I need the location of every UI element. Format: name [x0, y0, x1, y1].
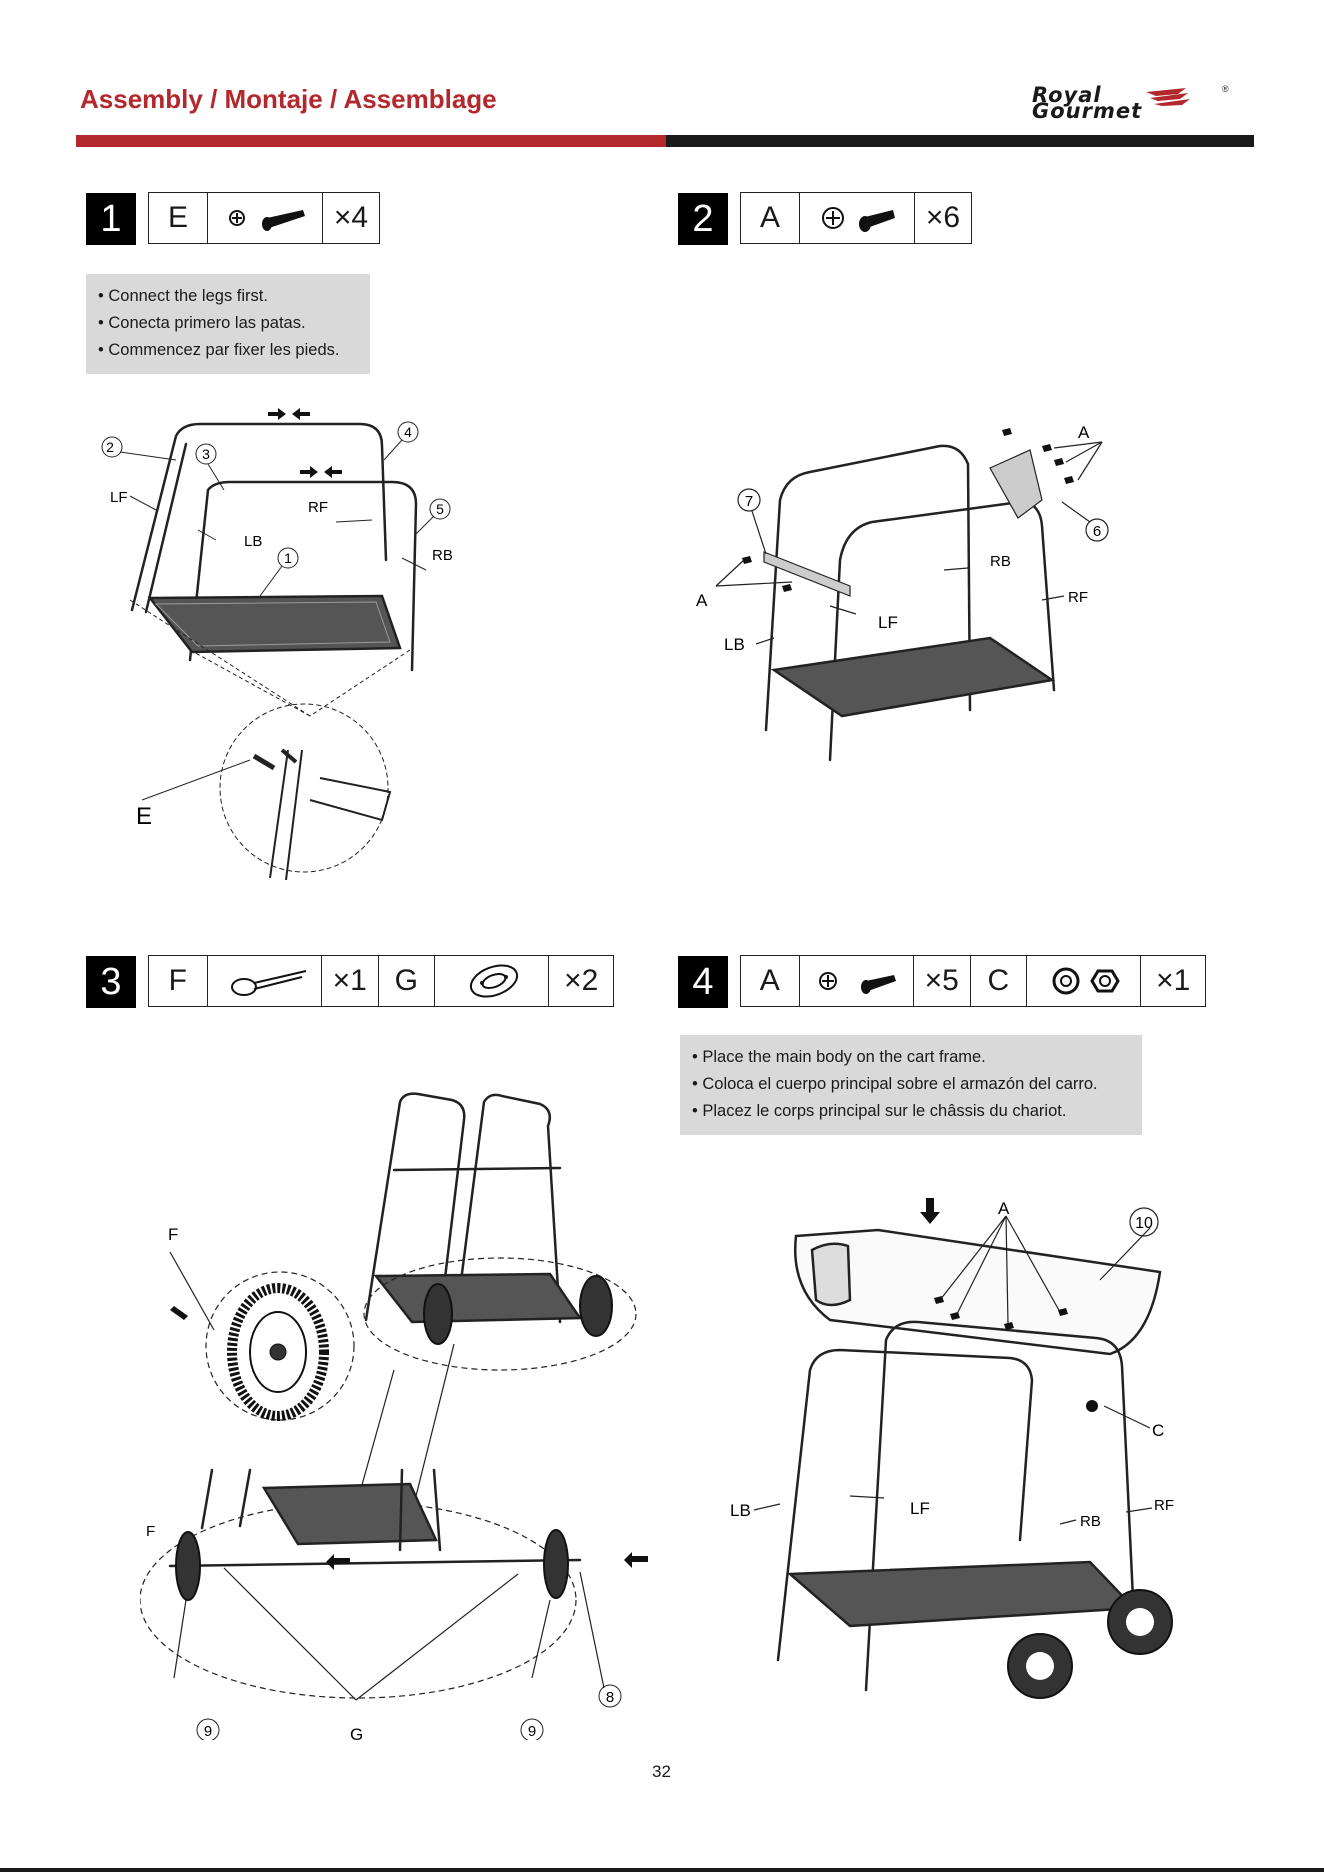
step-1-note: • Connect the legs first. • Conecta prim… — [86, 274, 370, 374]
label-rf: RF — [1154, 1497, 1174, 1514]
part-qty: ×6 — [925, 201, 961, 234]
step-2-number: 2 — [678, 193, 728, 245]
label-f-lower: F — [146, 1523, 155, 1540]
part-letter-g: G — [379, 956, 436, 1006]
step-4-note: • Place the main body on the cart frame.… — [680, 1035, 1142, 1135]
callout-3: 3 — [202, 446, 210, 462]
logo-flame-icon — [1146, 88, 1190, 106]
screw-icon — [800, 193, 915, 243]
step-3-diagram: F F 9 9 8 G — [140, 1092, 648, 1740]
label-g: G — [350, 1725, 363, 1740]
part-qty-a: ×5 — [914, 956, 971, 1006]
step-4-diagram: A 10 C LB LF RB RF — [730, 1198, 1174, 1699]
step-2-parts-box: A ×6 — [740, 192, 972, 244]
label-rb: RB — [1080, 1513, 1101, 1530]
page-number: 32 — [652, 1762, 671, 1781]
note-line-fr: • Placez le corps principal sur le châss… — [692, 1102, 1067, 1120]
registered-mark: ® — [1222, 84, 1229, 94]
part-qty-g: ×2 — [564, 964, 599, 997]
label-lf: LF — [878, 613, 898, 632]
callout-6: 6 — [1093, 523, 1101, 540]
label-lb: LB — [724, 635, 745, 654]
header-rule-black — [666, 135, 1254, 147]
note-line-fr: • Commencez par fixer les pieds. — [98, 341, 340, 359]
part-letter-c: C — [971, 956, 1028, 1006]
header-rule-red — [76, 135, 666, 147]
part-qty-f: ×1 — [322, 956, 379, 1006]
callout-7: 7 — [745, 493, 753, 510]
label-rf: RF — [1068, 589, 1088, 606]
callout-1: 1 — [284, 550, 292, 566]
step-4-number: 4 — [678, 956, 728, 1008]
note-line-en: • Place the main body on the cart frame. — [692, 1048, 986, 1066]
step-1-parts-box: E ×4 — [148, 192, 380, 244]
label-c: C — [1152, 1421, 1164, 1440]
callout-9-left: 9 — [204, 1723, 212, 1740]
label-rb: RB — [432, 547, 453, 564]
part-qty: ×4 — [333, 201, 369, 234]
callout-10: 10 — [1135, 1215, 1153, 1232]
part-letter: A — [741, 193, 800, 243]
label-rb: RB — [990, 553, 1011, 570]
part-letter-f: F — [149, 956, 208, 1006]
note-line-es: • Conecta primero las patas. — [98, 314, 306, 332]
cotter-pin-icon — [208, 956, 322, 1006]
step-3-parts-box: F ×1 G ×2 — [148, 955, 614, 1007]
callout-5: 5 — [436, 501, 444, 517]
logo-line-gourmet: Gourmet — [1032, 99, 1143, 123]
step-4-parts-box: A ×5 C ×1 — [740, 955, 1206, 1007]
note-line-en: • Connect the legs first. — [98, 287, 268, 305]
callout-4: 4 — [404, 424, 412, 440]
label-lb: LB — [730, 1501, 751, 1520]
callout-8: 8 — [606, 1689, 614, 1706]
logo-line-royal: Royal — [1032, 83, 1102, 107]
washer-nut-icon — [1027, 956, 1142, 1006]
callout-9-right: 9 — [528, 1723, 536, 1740]
label-lb: LB — [244, 533, 262, 550]
bearing-icon — [435, 956, 550, 1006]
page-title: Assembly / Montaje / Assemblage — [80, 84, 497, 114]
label-lf: LF — [110, 489, 128, 506]
step-1-number: 1 — [86, 193, 136, 245]
screw-icon — [800, 956, 914, 1006]
step-2-diagram: 7 6 A A RB RF LF LB — [696, 423, 1109, 762]
label-lf: LF — [910, 1499, 930, 1518]
part-letter: E — [149, 193, 208, 243]
label-a: A — [998, 1199, 1010, 1218]
step-1-diagram: 2 3 4 5 1 LF LB RF RB E — [101, 408, 453, 881]
label-a-right: A — [1078, 423, 1090, 442]
brand-logo: Royal Gourmet ® — [1028, 83, 1229, 124]
part-qty-c: ×1 — [1156, 964, 1191, 997]
label-e: E — [136, 803, 152, 830]
note-line-es: • Coloca el cuerpo principal sobre el ar… — [692, 1075, 1098, 1093]
label-f-upper: F — [168, 1225, 178, 1244]
label-rf: RF — [308, 499, 328, 516]
step-3-number: 3 — [86, 956, 136, 1008]
part-letter-a: A — [741, 956, 800, 1006]
footer-rule — [0, 1868, 1324, 1872]
screw-icon — [208, 193, 323, 243]
label-a-left: A — [696, 591, 708, 610]
callout-2: 2 — [106, 439, 114, 455]
